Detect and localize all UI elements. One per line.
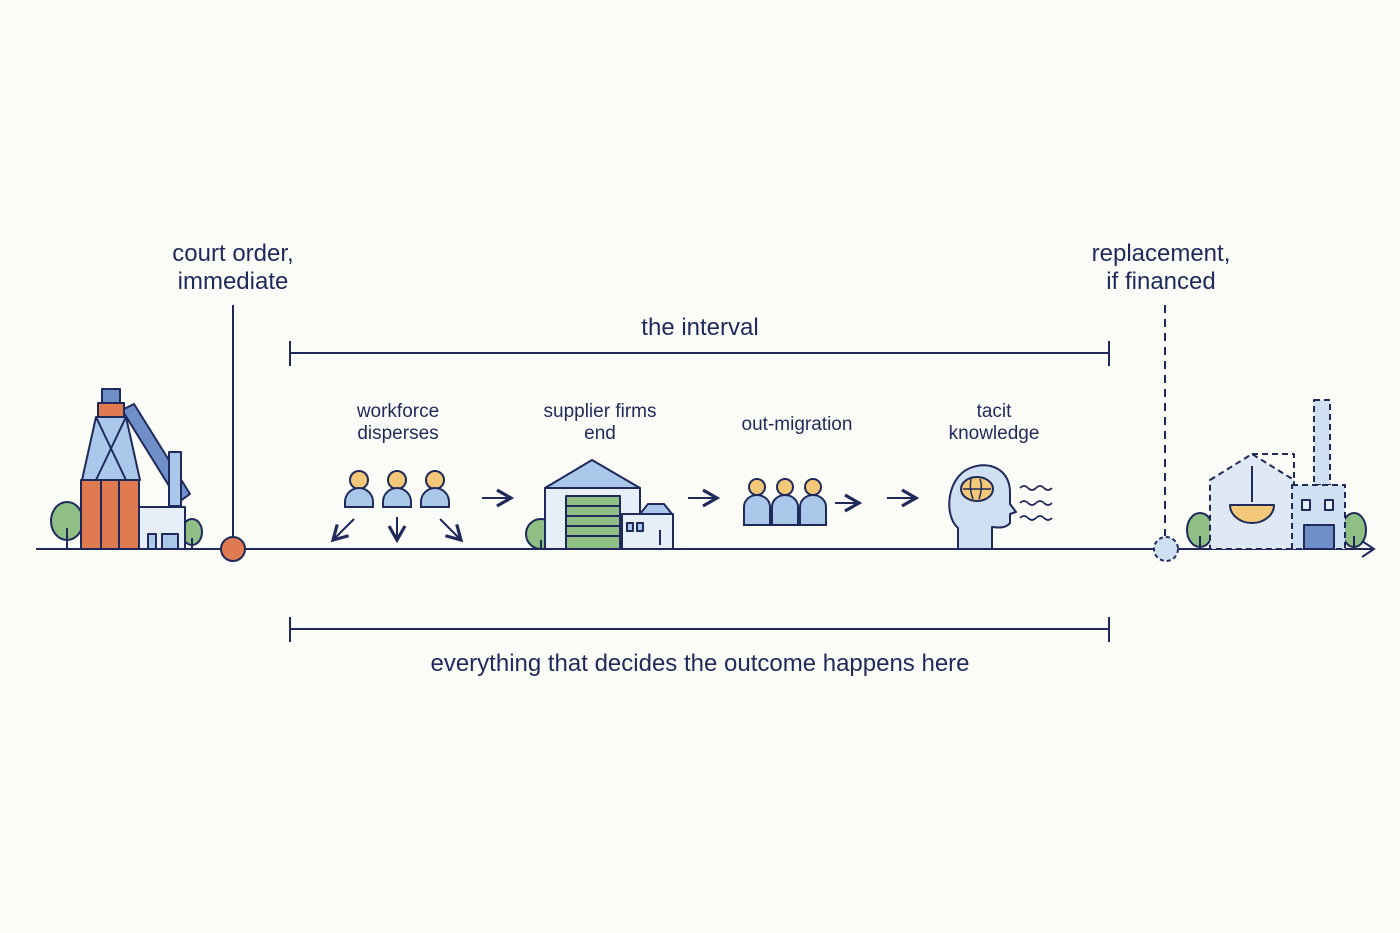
stage-label-line2: knowledge: [948, 422, 1040, 444]
interval-top-bracket: [289, 341, 1110, 366]
start-marker-label: court order, immediate: [133, 240, 333, 295]
interval-title: the interval: [641, 314, 759, 341]
fading-waves-icon: [1019, 485, 1053, 521]
start-marker-dot: [220, 536, 246, 562]
stage-label-out-migration: out-migration: [707, 414, 887, 436]
interval-bottom-bracket: [289, 617, 1110, 642]
closed-warehouse-icon: [525, 459, 674, 550]
end-marker-label-line2: if financed: [1106, 267, 1216, 295]
stage-label-line1: supplier firms: [543, 401, 657, 422]
stage-label-supplier-firms: supplier firms end: [510, 401, 690, 445]
stage-label-line2: disperses: [357, 422, 439, 444]
end-marker-dot: [1153, 536, 1179, 562]
stage-label-workforce: workforce disperses: [318, 401, 478, 445]
start-marker-label-line1: court order,: [172, 240, 294, 267]
end-marker-label-line1: replacement,: [1091, 240, 1231, 267]
start-marker-label-line2: immediate: [177, 267, 289, 295]
people-dispersing-icon: [330, 470, 464, 544]
timeline-axis: [36, 540, 1376, 558]
stage-label-tacit-knowledge: tacit knowledge: [914, 401, 1074, 445]
interval-caption: everything that decides the outcome happ…: [430, 650, 970, 677]
stage-label-line2: end: [584, 422, 616, 444]
stage-label-line1: tacit: [976, 401, 1012, 422]
end-marker-label: replacement, if financed: [1061, 240, 1261, 295]
flow-arrows: [482, 488, 920, 513]
replacement-plant-icon: [1186, 399, 1367, 550]
head-brain-icon: [948, 464, 1017, 550]
stage-label-line1: workforce: [356, 401, 440, 422]
people-group-icon: [743, 478, 827, 526]
stage-label-line1: out-migration: [741, 414, 853, 435]
steel-plant-icon: [50, 388, 203, 550]
